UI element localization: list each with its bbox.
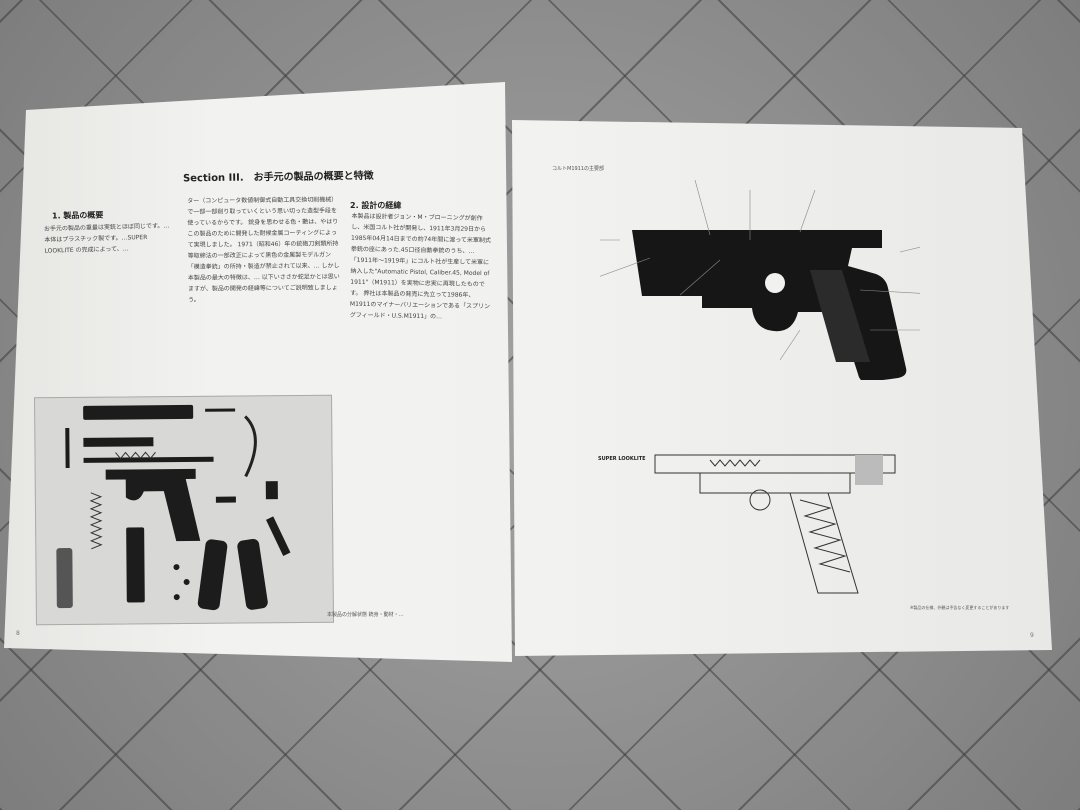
paragraph-features: ター（コンピュータ数値制御式自動工具交換切削機械）で一部一部削り取っていくという…	[187, 196, 340, 304]
heading-product-overview: 1. 製品の概要	[51, 210, 104, 221]
section-number: Section III.	[182, 172, 244, 185]
section-heading: お手元の製品の概要と特徴	[253, 170, 374, 184]
page-number-left: 8	[16, 630, 20, 637]
section-title: Section III. お手元の製品の概要と特徴	[183, 167, 384, 185]
photo-caption: 本製品の分解状態 銃身・動材・…	[327, 612, 404, 618]
heading-design-history: 2. 設計の経緯	[350, 201, 402, 210]
parts-illustration	[56, 404, 291, 611]
pistol-cutaway-diagram	[654, 454, 896, 594]
pistol-side-view	[600, 180, 920, 380]
paragraph-design-history: 本製品は設計者ジョン・M・ブローニングが創作し、米国コルト社が開発し、1911年…	[349, 212, 491, 321]
disassembled-parts-photo	[34, 394, 334, 626]
diagram-title: コルトM1911の主要部	[552, 166, 605, 172]
page-number-right: 9	[1030, 632, 1034, 639]
footnote: ※製品の仕様、外観は予告なく変更することがあります	[910, 605, 1010, 610]
paragraph-overview: お手元の製品の重量は実銃とほぼ同じです。…本体はプラスチック製です。…SUPER…	[43, 222, 170, 255]
brand-logo: SUPER LOOKLITE	[598, 456, 646, 462]
